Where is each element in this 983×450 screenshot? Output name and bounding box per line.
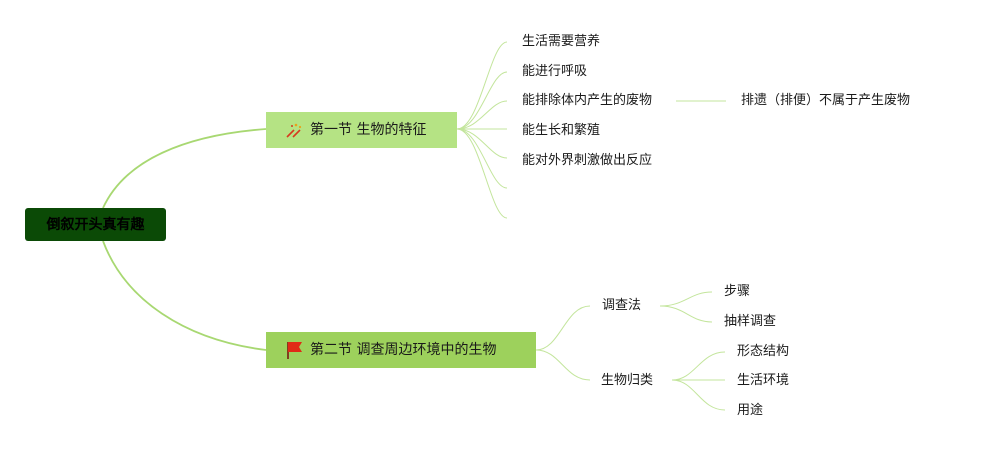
- group1-item-1[interactable]: 步骤: [724, 284, 751, 299]
- group-survey-method[interactable]: 调查法: [602, 298, 642, 313]
- branch-root-section2: [102, 240, 267, 351]
- group2-item-1[interactable]: 形态结构: [737, 344, 790, 359]
- branch-root-section1: [102, 128, 267, 209]
- section1-item-1[interactable]: 生活需要营养: [522, 34, 601, 49]
- fireworks-icon: [284, 120, 304, 140]
- group1-item-2[interactable]: 抽样调查: [724, 314, 777, 329]
- section1-label: 第一节 生物的特征: [310, 122, 427, 138]
- section2-topic[interactable]: 第二节 调查周边环境中的生物: [266, 332, 536, 368]
- red-flag-icon: [284, 340, 304, 360]
- section1-item-2[interactable]: 能进行呼吸: [522, 64, 588, 79]
- group2-item-3[interactable]: 用途: [737, 403, 764, 418]
- group-classification[interactable]: 生物归类: [601, 373, 654, 388]
- section1-topic[interactable]: 第一节 生物的特征: [266, 112, 457, 148]
- section1-item-3[interactable]: 能排除体内产生的废物: [522, 93, 653, 108]
- root-topic[interactable]: 倒叙开头真有趣: [25, 208, 166, 241]
- section1-note[interactable]: 排遗（排便）不属于产生废物: [741, 93, 911, 108]
- section1-item-4[interactable]: 能生长和繁殖: [522, 123, 601, 138]
- section2-label: 第二节 调查周边环境中的生物: [310, 342, 497, 358]
- group2-item-2[interactable]: 生活环境: [737, 373, 790, 388]
- section1-item-5[interactable]: 能对外界刺激做出反应: [522, 153, 653, 168]
